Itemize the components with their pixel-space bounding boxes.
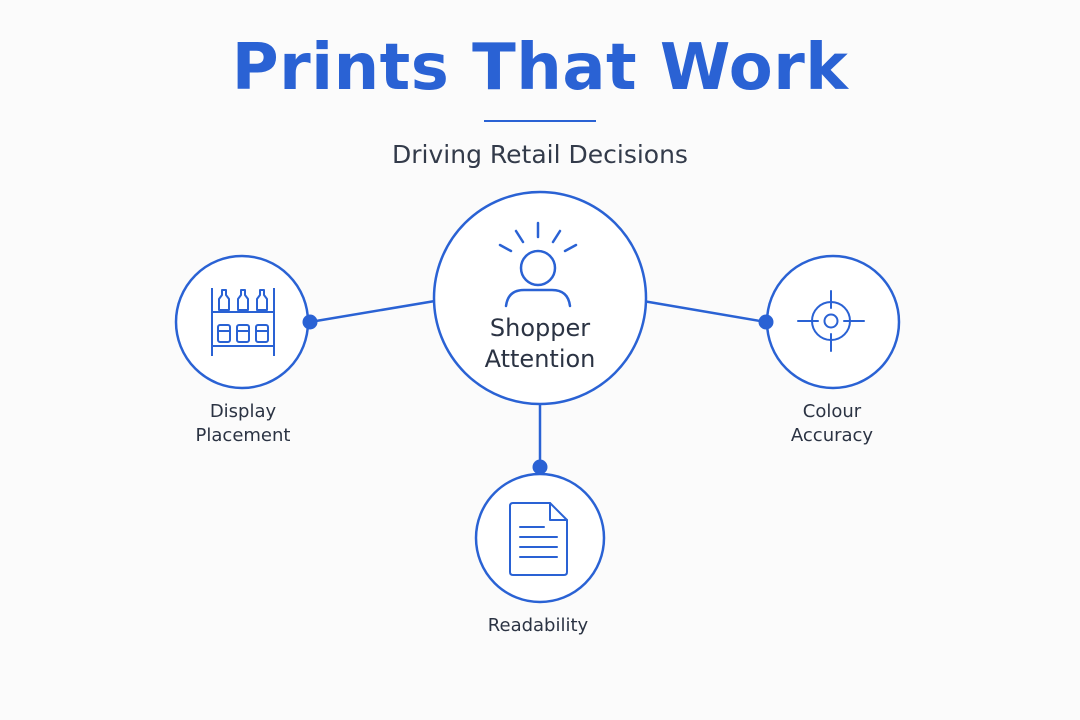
colour-accuracy-label: Colour Accuracy (732, 400, 932, 448)
document-icon (509, 502, 568, 576)
center-label-line1: Shopper (489, 314, 591, 342)
page-subtitle: Driving Retail Decisions (392, 140, 688, 169)
center-node-label: Shopper Attention (438, 313, 642, 375)
center-node-shopper-attention (432, 190, 648, 406)
connector-colour (642, 299, 767, 324)
display-placement-label: Display Placement (143, 400, 343, 448)
display-label-line1: Display (209, 401, 277, 422)
node-display-placement (174, 254, 310, 390)
center-label-line2: Attention (484, 345, 596, 373)
connector-dot-readability (532, 459, 548, 475)
colour-label-line2: Accuracy (790, 425, 874, 446)
page-title: Prints That Work (231, 31, 849, 105)
readability-label: Readability (487, 615, 589, 636)
node-readability (474, 472, 606, 604)
display-label-line2: Placement (195, 425, 291, 446)
target-crosshair-icon (797, 290, 865, 352)
shelf-bottles-icon (211, 288, 275, 356)
connector-dot-colour (758, 314, 774, 330)
person-attention-icon (498, 221, 578, 308)
colour-label-line1: Colour (802, 401, 862, 422)
title-underline (484, 120, 596, 122)
node-colour-accuracy (765, 254, 901, 390)
connector-display (309, 299, 436, 324)
connector-dot-display (302, 314, 318, 330)
